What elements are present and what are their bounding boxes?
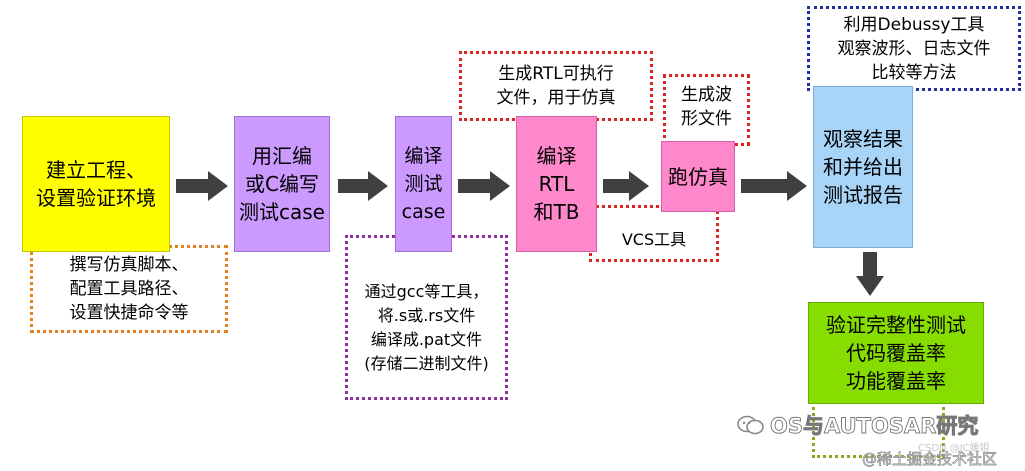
- arrow-setup-to-write: [176, 171, 228, 201]
- node-setup: 建立工程、 设置验证环境: [22, 116, 170, 252]
- arrow-rtl-to-sim: [603, 171, 649, 201]
- note-waveform: 生成波 形文件: [663, 74, 750, 146]
- node-observe: 观察结果 和并给出 测试报告: [813, 86, 913, 248]
- watermark-brand: OS与AUTOSAR研究: [770, 414, 979, 439]
- note-debussy: 利用Debussy工具 观察波形、日志文件 比较等方法: [807, 6, 1021, 91]
- node-compile-rtl: 编译 RTL 和TB: [516, 116, 597, 252]
- watermark-site: @稀土掘金技术社区: [862, 450, 998, 469]
- node-write-case: 用汇编 或C编写 测试case: [234, 116, 330, 252]
- arrow-compile-case-to-rtl: [458, 171, 510, 201]
- note-vcs: VCS工具: [589, 205, 719, 262]
- watermark-logo-icon: [737, 414, 765, 436]
- node-compile-case: 编译 测试 case: [395, 116, 452, 252]
- node-coverage: 验证完整性测试 代码覆盖率 功能覆盖率: [808, 302, 984, 404]
- watermark-faint: CSDN @IC媛姐: [918, 443, 990, 454]
- node-run-sim: 跑仿真: [661, 141, 735, 212]
- note-rtl-exec: 生成RTL可执行 文件，用于仿真: [459, 51, 653, 121]
- note-gcc: 通过gcc等工具， 将.s或.rs文件 编译成.pat文件 (存储二进制文件): [345, 235, 508, 400]
- arrow-write-to-compile-case: [338, 171, 388, 201]
- note-scripts: 撰写仿真脚本、 配置工具路径、 设置快捷命令等: [30, 245, 228, 333]
- arrow-observe-to-coverage: [856, 252, 884, 296]
- arrow-sim-to-observe: [741, 171, 807, 201]
